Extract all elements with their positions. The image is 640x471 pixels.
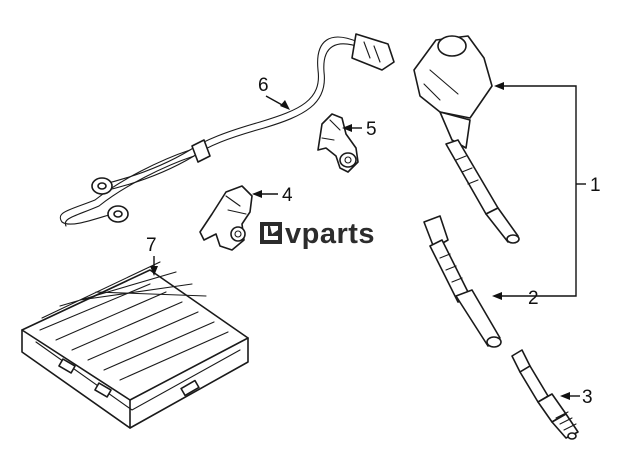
engine-control-module-part-7 (21, 261, 249, 429)
callout-4: 4 (282, 185, 293, 206)
ignition-coil-part-2 (423, 215, 502, 348)
wiring-harness-part-6 (59, 33, 395, 227)
watermark-text: vparts (285, 218, 375, 250)
camshaft-sensor-part-5 (317, 113, 359, 173)
lv-logo-mark-icon (260, 222, 282, 244)
callout-numbers: 1 2 3 4 5 6 7 (146, 75, 601, 408)
callout-5: 5 (366, 119, 377, 140)
callout-6: 6 (258, 75, 269, 96)
callout-7: 7 (146, 235, 157, 256)
ignition-coil-part-1 (413, 35, 520, 244)
callout-1: 1 (590, 175, 601, 196)
spark-plug-part-3 (511, 349, 579, 440)
watermark: vparts (260, 218, 375, 250)
callout-3: 3 (582, 387, 593, 408)
leader-lines (150, 82, 586, 400)
crankshaft-sensor-part-4 (199, 185, 253, 251)
callout-2: 2 (528, 288, 539, 309)
